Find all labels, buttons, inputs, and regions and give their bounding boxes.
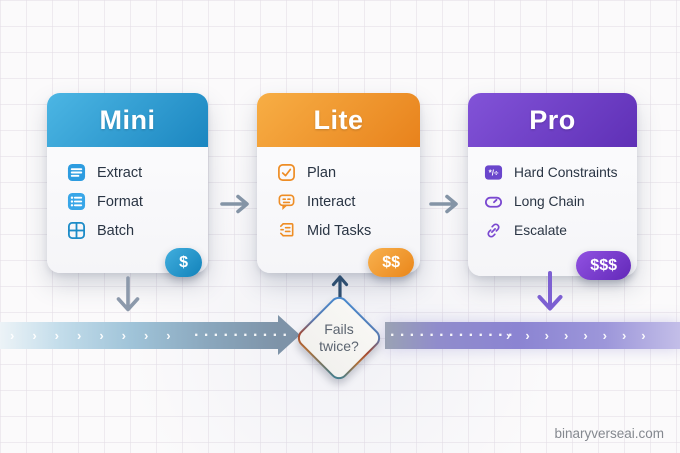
- flow-band-left: [0, 322, 278, 349]
- flow-chevrons-left-icon: ››››››››: [10, 328, 189, 343]
- arrow-lite-to-pro-icon: [429, 194, 458, 214]
- item-label: Batch: [97, 222, 135, 239]
- price-badge-mini: $: [165, 248, 202, 277]
- plan-card-mini: Mini Extract Format Batch $: [47, 93, 208, 277]
- plan-card-pro: Pro */÷ Hard Constraints Long Chain Esca…: [468, 93, 637, 280]
- flow-arrowhead-icon: [278, 315, 300, 355]
- text-lines-icon: [67, 163, 86, 182]
- list-item: Long Chain: [484, 192, 637, 211]
- card-body: Plan Interact Mid Tasks: [257, 147, 420, 240]
- card-body: Extract Format Batch: [47, 147, 208, 240]
- price-badge-pro: $$$: [576, 251, 631, 280]
- list-icon: [67, 192, 86, 211]
- chain-link-icon: [487, 223, 500, 238]
- operators-icon: */÷: [484, 165, 503, 180]
- chat-bot-icon: [278, 194, 295, 211]
- plan-card-lite: Lite Plan Interact Mid Tasks $$: [257, 93, 420, 277]
- watermark: binaryverseai.com: [554, 426, 664, 441]
- item-label: Format: [97, 193, 143, 210]
- decision-diamond: Fails twice?: [293, 292, 385, 384]
- arrow-pro-down-icon: [537, 271, 563, 311]
- list-item: Extract: [67, 163, 208, 182]
- card-title-mini: Mini: [47, 93, 208, 147]
- operators-glyph: */÷: [489, 168, 499, 177]
- list-item: */÷ Hard Constraints: [484, 163, 637, 182]
- list-item: Mid Tasks: [277, 221, 420, 240]
- flow-dots-right-icon: ·············: [390, 327, 518, 344]
- item-label: Plan: [307, 164, 337, 181]
- list-item: Format: [67, 192, 208, 211]
- item-label: Escalate: [514, 223, 567, 238]
- decision-label: Fails twice?: [293, 292, 385, 384]
- decision-line2: twice?: [319, 338, 359, 354]
- card-title-pro: Pro: [468, 93, 637, 147]
- item-label: Mid Tasks: [307, 222, 372, 239]
- loop-icon: [484, 196, 503, 208]
- price-badge-lite: $$: [368, 248, 414, 277]
- arrow-mini-to-lite-icon: [220, 194, 249, 214]
- arrow-mini-down-icon: [116, 276, 140, 312]
- item-label: Long Chain: [514, 194, 585, 209]
- flow-chevrons-right-icon: ››››››››: [506, 328, 661, 343]
- list-item: Batch: [67, 221, 208, 240]
- flow-dots-left-icon: ··········: [194, 327, 293, 344]
- item-label: Extract: [97, 164, 143, 181]
- item-label: Hard Constraints: [514, 165, 618, 180]
- card-title-lite: Lite: [257, 93, 420, 147]
- list-item: Escalate: [484, 221, 637, 240]
- checkbox-icon: [278, 164, 295, 181]
- list-item: Interact: [277, 192, 420, 211]
- item-label: Interact: [307, 193, 356, 210]
- decision-line1: Fails: [324, 320, 354, 337]
- card-body: */÷ Hard Constraints Long Chain Escalate: [468, 147, 637, 240]
- list-item: Plan: [277, 163, 420, 182]
- flow-band-right: [385, 322, 680, 349]
- document-lines-icon: [279, 223, 294, 237]
- grid-icon: [67, 221, 86, 240]
